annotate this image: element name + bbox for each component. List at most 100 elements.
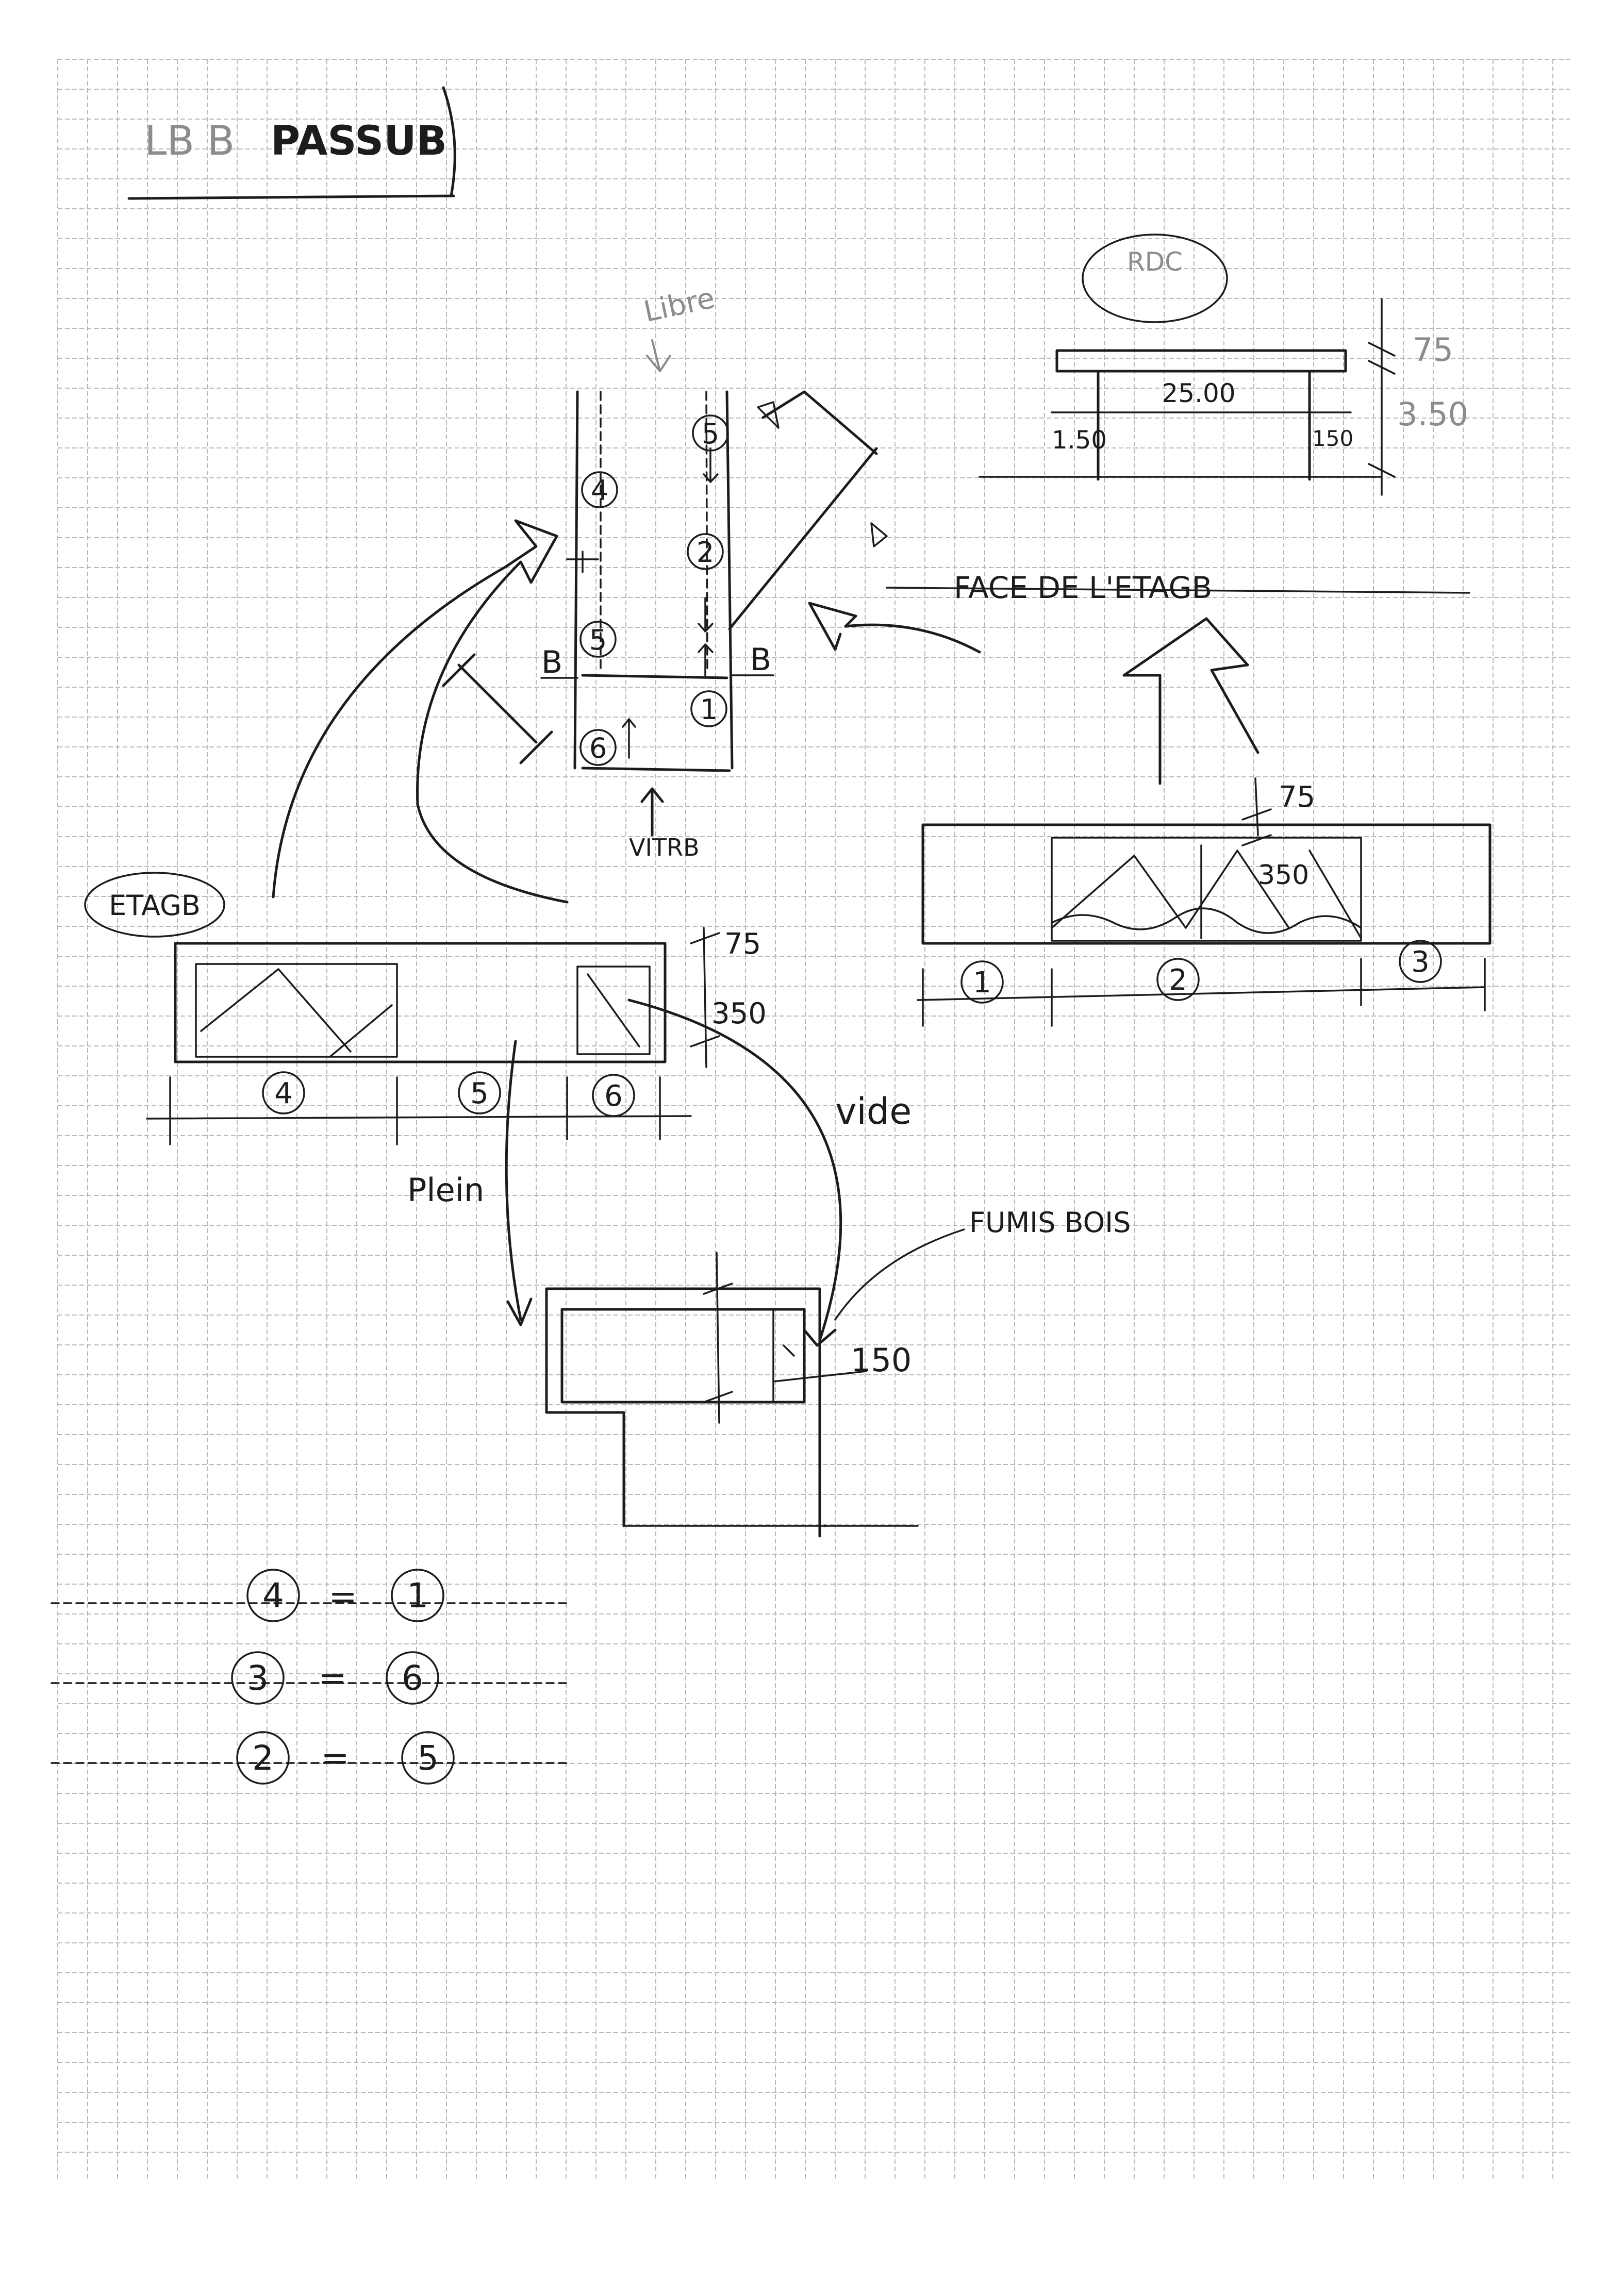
face-etage-section: FACE DE L'ETAGB 75 350 1 2 3 (808, 570, 1492, 1027)
plein-arrow (505, 1040, 533, 1326)
libre-label: Libre (641, 281, 718, 329)
svg-text:5: 5 (470, 1077, 489, 1110)
title-block: LB B PASSUB (127, 86, 456, 200)
plan-zone-6: 6 (579, 729, 617, 766)
rdc-right-dim: 150 (1312, 426, 1353, 451)
rdc-vertical-dim (1368, 298, 1396, 496)
etage-body (174, 942, 667, 1063)
vitre-arrow (640, 787, 664, 837)
svg-text:4: 4 (591, 474, 608, 507)
face-top-dim-ticks (1241, 777, 1272, 846)
plan-arrow-4 (622, 718, 636, 759)
rdc-left-dim: 1.50 (1052, 426, 1107, 455)
title-faint: LB B (144, 118, 235, 164)
face-bay-1: 1 (960, 960, 1004, 1004)
vitre-label: VITRB (629, 834, 700, 861)
face-etage-body (921, 823, 1492, 945)
plan-inner-lines (600, 391, 708, 671)
svg-text:1: 1 (973, 966, 991, 1000)
plan-bottom-line (581, 767, 731, 772)
svg-text:=: = (328, 1577, 357, 1617)
svg-text:6: 6 (589, 732, 607, 764)
rdc-ellipse (1082, 234, 1228, 323)
etage-ellipse (84, 872, 225, 938)
plan-dim-diagonal (442, 653, 553, 764)
svg-text:=: = (321, 1738, 349, 1778)
svg-text:5: 5 (417, 1738, 439, 1778)
etage-bay-4: 4 (262, 1071, 305, 1114)
rdc-slab (1055, 349, 1347, 373)
face-etage-wave (1051, 907, 1362, 934)
face-etage-up-arrow (1122, 617, 1260, 785)
plan-zone-4: 4 (581, 471, 618, 508)
plan-arrow-3 (698, 643, 714, 676)
plan-arrow-2 (698, 597, 714, 633)
detail-dim-150 (772, 1344, 867, 1383)
diagonal-wall-inner (728, 447, 878, 630)
svg-text:2: 2 (252, 1738, 274, 1778)
etage-window-left-truss (200, 968, 393, 1058)
diagonal-wall-triangles (757, 401, 888, 547)
detail-vertical-dim (703, 1252, 733, 1424)
svg-text:=: = (318, 1658, 346, 1698)
plan-zone-5-bottom: 5 (579, 621, 617, 658)
graph-paper-grid (57, 59, 1570, 2181)
face-bay-3: 3 (1399, 940, 1442, 983)
equivalence-row-2: 3 = 6 (51, 1651, 568, 1705)
detail-inner (560, 1308, 806, 1404)
plan-zone-2: 2 (687, 533, 724, 570)
etage-bay-6: 6 (592, 1074, 635, 1117)
svg-text:3: 3 (247, 1658, 269, 1698)
svg-text:6: 6 (402, 1658, 423, 1698)
etage-elevation: ETAGB 75 350 4 5 6 (84, 872, 767, 1145)
title-bracket (442, 86, 456, 197)
svg-text:4: 4 (274, 1077, 293, 1110)
etage-bay-5: 5 (458, 1071, 501, 1114)
face-etage-truss (1051, 844, 1362, 939)
plan-left-wall (573, 390, 579, 770)
fumis-bois-label: FUMIS BOIS (969, 1206, 1131, 1239)
detail-150-label: 150 (851, 1341, 912, 1379)
svg-text:2: 2 (697, 536, 714, 569)
face-etage-arrow (808, 602, 981, 654)
rdc-posts (1097, 370, 1311, 481)
etage-label: ETAGB (109, 889, 201, 922)
svg-text:1: 1 (407, 1576, 428, 1616)
plan-arrow-1 (703, 447, 719, 483)
title-bold: PASSUB (271, 118, 447, 164)
etage-window-right-diag (587, 973, 640, 1047)
svg-text:3: 3 (1411, 945, 1430, 979)
equivalence-row-3: 2 = 5 (51, 1731, 568, 1785)
svg-text:4: 4 (262, 1576, 284, 1616)
equivalence-row-1: 4 = 1 (51, 1569, 568, 1622)
curved-arrow-etage (272, 519, 569, 904)
rdc-top-dim: 75 (1413, 331, 1453, 369)
svg-text:5: 5 (589, 624, 607, 656)
svg-text:6: 6 (604, 1079, 623, 1113)
vide-label: vide (835, 1090, 912, 1133)
etage-top-dim: 75 (724, 927, 761, 961)
etage-window-left (195, 963, 398, 1058)
etage-bay-dims (146, 1076, 692, 1145)
section-b-left: B (541, 644, 562, 680)
plan-right-wall (725, 390, 734, 770)
fumis-bois-leader (834, 1228, 965, 1321)
diagonal-wall-outer (761, 390, 878, 455)
face-height-dim: 350 (1258, 860, 1309, 891)
plan-mid-mark (566, 551, 599, 573)
rdc-span: 25.00 (1162, 378, 1235, 408)
rdc-section: RDC 25.00 1.50 150 75 3.50 (979, 234, 1468, 496)
detail-section: FUMIS BOIS 150 (545, 1206, 1131, 1538)
rdc-height-dim: 3.50 (1397, 395, 1468, 433)
face-bay-2: 2 (1156, 958, 1200, 1001)
section-b-ticks (540, 674, 774, 679)
rdc-dim-line (1051, 401, 1352, 424)
equivalences: 4 = 1 3 = 6 2 = 5 (51, 1569, 568, 1785)
plan-zone-5-top: 5 (692, 414, 729, 452)
etage-height-dim: 350 (711, 997, 767, 1030)
plan-cut-line (581, 674, 728, 679)
plan-zone-1: 1 (690, 690, 727, 727)
etage-window-right (576, 966, 651, 1055)
face-top-dim: 75 (1279, 780, 1315, 814)
etage-vertical-dims (690, 927, 720, 1068)
